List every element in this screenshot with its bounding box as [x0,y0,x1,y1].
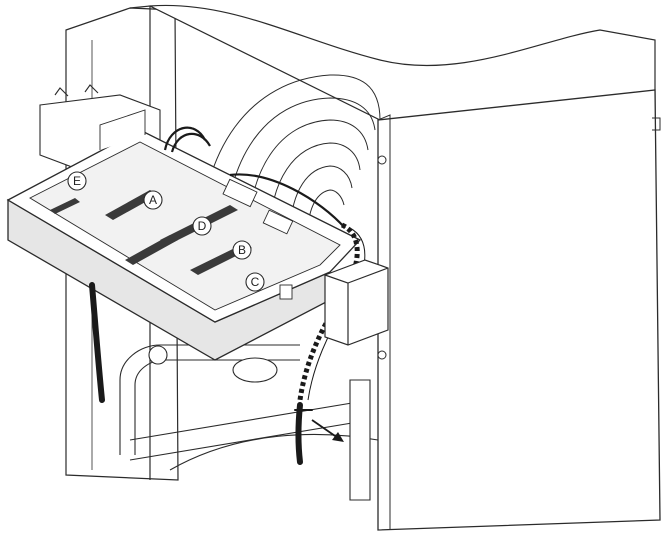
pump-body [232,357,278,383]
wire-2 [170,132,211,153]
junction-box [324,259,389,346]
callout-A-circle [143,190,163,210]
connector-latch [279,284,293,300]
wire-bundle [163,126,346,229]
ring-5 [289,165,353,231]
callout-C-circle [245,272,265,292]
floor-edge-1 [129,399,371,441]
wire-1 [163,126,206,151]
callout-D-circle [192,216,212,236]
wire-3 [229,173,346,229]
junction-box-body [324,259,389,346]
control-tray [6,109,362,361]
junction-box-top-edge [347,267,389,284]
callout-A: A [143,190,163,210]
callout-E-circle [67,171,87,191]
cable-right [295,402,303,465]
pipe-1 [119,344,300,455]
tray-back-wall [99,109,146,150]
door-hinge-bottom [377,350,387,360]
hanging-cables [89,282,313,465]
callout-D-label: D [198,219,207,233]
callout-C: C [245,272,265,292]
lower-pipes [119,344,379,501]
bracket-clip-2 [84,84,99,94]
side-bracket [349,379,371,501]
pull-direction-arrow [311,419,344,442]
arrow-shaft [311,419,339,439]
door-edge [377,114,391,530]
tray-inner-floor [29,141,341,311]
pipe-fitting [148,345,168,365]
door-hinge-top [377,155,387,165]
cable-left [89,282,105,403]
callout-C-label: C [251,275,260,289]
floor-curve [169,433,379,471]
housing-top-curve [147,4,656,121]
callout-A-label: A [149,193,157,207]
ring-6 [307,189,345,227]
front-door-panel [377,89,661,531]
door-face [377,89,661,531]
connectors [222,178,294,300]
board-strip-e [50,198,80,214]
callout-E: E [67,171,87,191]
door-latch [652,117,661,131]
callout-E-label: E [73,174,81,188]
connector-2 [262,209,294,235]
connector-1 [222,178,258,208]
callout-B-label: B [238,243,246,257]
callout-D: D [192,216,212,236]
callout-B: B [232,240,252,260]
arrow-head [332,432,344,442]
bracket-clip-1 [54,87,69,97]
callout-B-circle [232,240,252,260]
